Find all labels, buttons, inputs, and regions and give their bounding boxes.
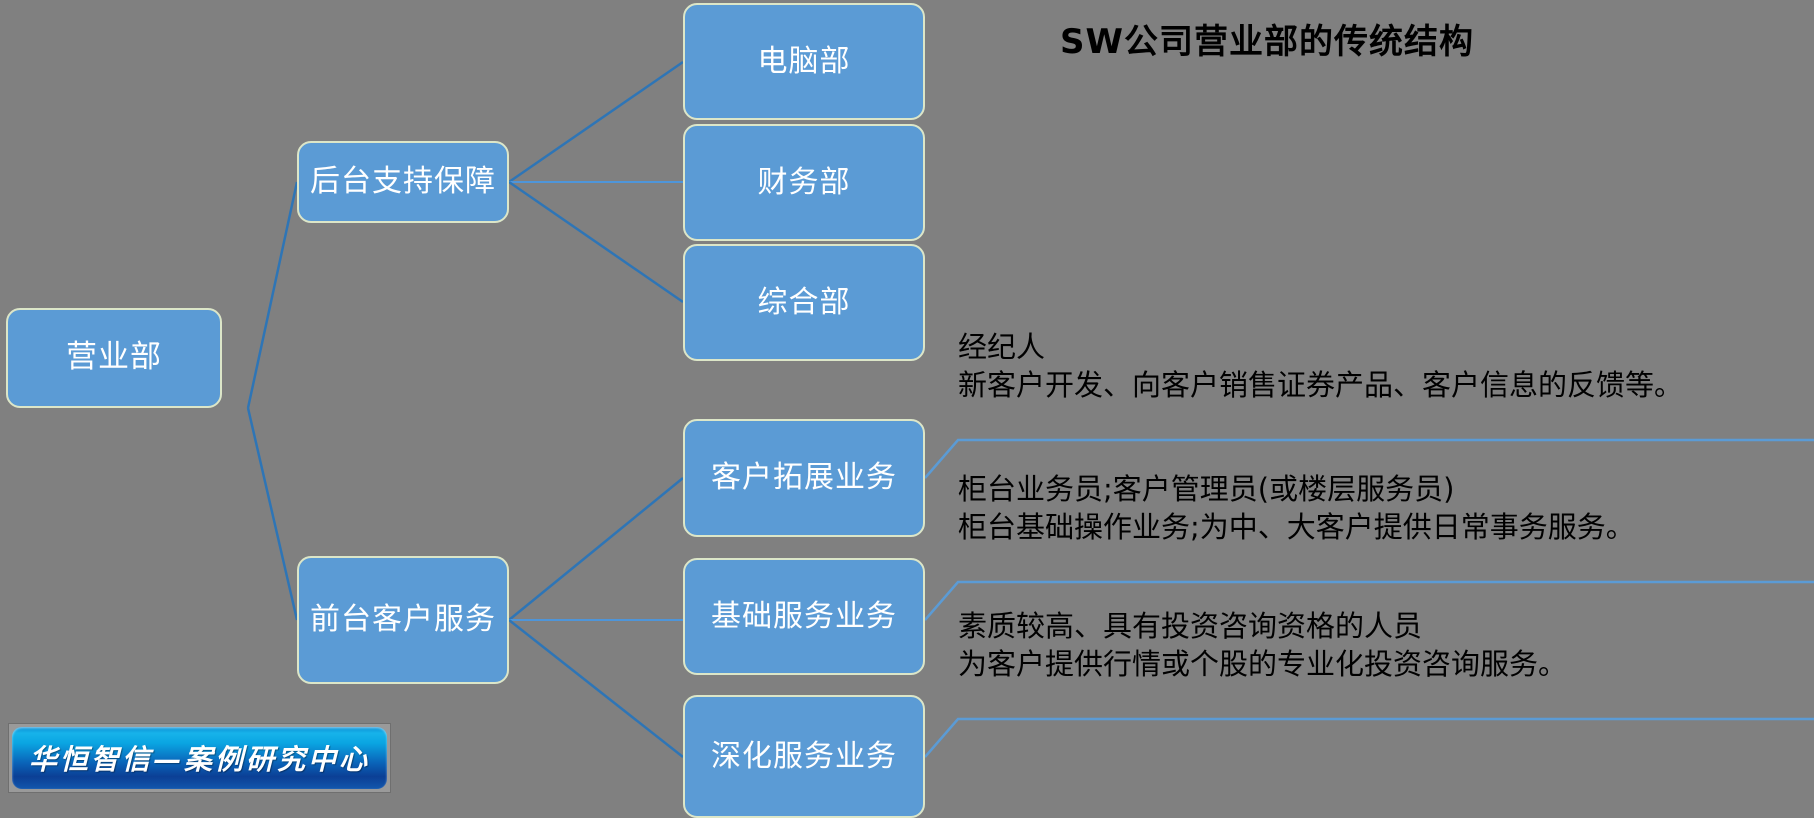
node-root-label: 营业部 [66,339,162,376]
brand-badge-inner: 华恒智信—案例研究中心 [12,727,387,789]
connector-backoffice-to-computer [508,60,684,184]
node-root[interactable]: 营业部 [6,308,222,408]
node-leaf-client-expansion-label: 客户拓展业务 [711,460,897,495]
annotation-2-role: 柜台业务员;客户管理员(或楼层服务员) [958,472,1455,506]
annotation-block-2: 柜台业务员;客户管理员(或楼层服务员) 柜台基础操作业务;为中、大客户提供日常事… [958,470,1798,547]
node-branch-front-office[interactable]: 前台客户服务 [297,556,509,684]
annotation-3-desc: 为客户提供行情或个股的专业化投资咨询服务。 [958,647,1568,682]
annotation-rule-3 [924,717,1814,758]
annotation-3-role: 素质较高、具有投资咨询资格的人员 [958,609,1423,643]
connector-root-to-frontoffice [246,407,299,621]
node-leaf-computer-label: 电脑部 [757,43,851,79]
connector-frontoffice-to-expansion [508,477,684,621]
annotation-block-3: 素质较高、具有投资咨询资格的人员 为客户提供行情或个股的专业化投资咨询服务。 [958,607,1798,684]
node-leaf-general-affairs[interactable]: 综合部 [683,244,925,361]
node-leaf-advanced-service-label: 深化服务业务 [711,738,897,774]
brand-badge-label: 华恒智信—案例研究中心 [28,743,370,776]
connector-root-to-backoffice [246,181,299,409]
node-leaf-general-affairs-label: 综合部 [757,284,851,320]
node-leaf-finance[interactable]: 财务部 [683,124,925,241]
node-branch-back-office[interactable]: 后台支持保障 [297,141,509,223]
annotation-1-desc: 新客户开发、向客户销售证券产品、客户信息的反馈等。 [958,368,1684,403]
annotation-block-1: 经纪人 新客户开发、向客户销售证券产品、客户信息的反馈等。 [958,328,1798,405]
node-branch-back-office-label: 后台支持保障 [310,164,496,199]
node-leaf-basic-service-label: 基础服务业务 [711,598,897,634]
node-branch-front-office-label: 前台客户服务 [310,602,496,637]
node-leaf-finance-label: 财务部 [757,164,851,200]
annotation-1-role: 经纪人 [958,330,1046,364]
node-leaf-advanced-service[interactable]: 深化服务业务 [683,695,925,818]
node-leaf-client-expansion[interactable]: 客户拓展业务 [683,419,925,537]
page-title: SW公司营业部的传统结构 [1060,22,1474,62]
brand-badge: 华恒智信—案例研究中心 [8,723,391,793]
connector-backoffice-to-general [508,180,684,304]
node-leaf-basic-service[interactable]: 基础服务业务 [683,558,925,675]
connector-frontoffice-to-advanced [508,619,684,758]
node-leaf-computer[interactable]: 电脑部 [683,3,925,120]
annotation-2-desc: 柜台基础操作业务;为中、大客户提供日常事务服务。 [958,510,1635,545]
